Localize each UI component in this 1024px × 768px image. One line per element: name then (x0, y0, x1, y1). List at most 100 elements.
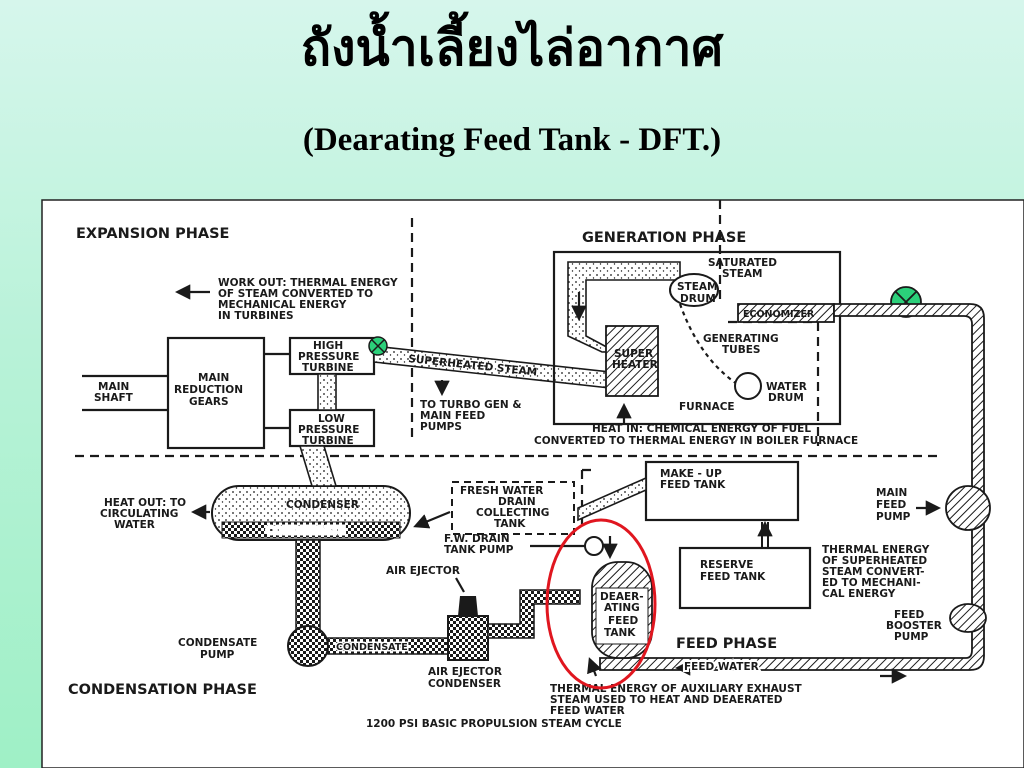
superheater-label: SUPER HEATER (612, 348, 658, 371)
svg-text:STEAM USED TO HEAT AND DEAERAT: STEAM USED TO HEAT AND DEAERATED (550, 694, 783, 706)
svg-text:STEAM: STEAM (722, 268, 762, 280)
air-ejector (458, 596, 478, 616)
expansion-phase-label: EXPANSION PHASE (76, 226, 229, 242)
dft-label: DEAER- ATING FEED TANK (600, 591, 644, 639)
svg-text:DRUM: DRUM (768, 392, 804, 404)
svg-text:REDUCTION: REDUCTION (174, 384, 243, 396)
turbo-gen-label: TO TURBO GEN & MAIN FEED PUMPS (420, 399, 522, 433)
make-up-to-drain-pipe (577, 476, 647, 522)
slide-subtitle: (Dearating Feed Tank - DFT.) (302, 122, 722, 158)
generation-phase-label: GENERATION PHASE (582, 230, 746, 246)
svg-text:SHAFT: SHAFT (94, 392, 134, 404)
condensate-well (221, 521, 401, 539)
svg-text:MAIN: MAIN (98, 381, 129, 393)
feed-booster-pump (949, 603, 987, 633)
condensate-label-line-text: CONDENSATE (336, 642, 408, 653)
heat-out-label: HEAT OUT: TO CIRCULATING WATER (100, 497, 186, 531)
fw-drain-pump-label: F.W. DRAIN TANK PUMP (444, 533, 514, 556)
svg-text:PRESSURE: PRESSURE (298, 351, 359, 363)
svg-text:LOW: LOW (318, 413, 345, 425)
dft-label-box (595, 587, 649, 645)
svg-text:CAL ENERGY: CAL ENERGY (822, 588, 896, 600)
saturated-steam-label: SATURATED STEAM (708, 257, 777, 280)
svg-text:DRAIN: DRAIN (498, 496, 536, 508)
svg-text:F.W. DRAIN: F.W. DRAIN (444, 533, 510, 545)
svg-text:PUMP: PUMP (200, 649, 235, 661)
svg-text:CONDENSATE: CONDENSATE (178, 637, 257, 649)
condenser-label: CONDENSER (286, 499, 359, 511)
furnace-label: FURNACE (679, 401, 735, 413)
main-feed-pump-label: MAIN FEED PUMP (876, 487, 911, 523)
svg-text:WATER: WATER (114, 519, 155, 531)
water-drum-label: WATER DRUM (766, 381, 807, 404)
main-shaft-label: MAIN SHAFT (94, 381, 134, 404)
fresh-water-to-condenser-arrow (413, 510, 451, 529)
thermal-superheated-label: THERMAL ENERGY OF SUPERHEATED STEAM CONV… (822, 544, 930, 600)
svg-text:MAIN FEED: MAIN FEED (420, 410, 485, 422)
air-ejector-condenser-label: AIR EJECTOR CONDENSER (428, 666, 502, 690)
reserve-feed-tank-label: RESERVE FEED TANK (700, 559, 766, 583)
lp-turbine-label: LOW PRESSURE TURBINE (298, 413, 359, 447)
svg-text:OF STEAM CONVERTED TO: OF STEAM CONVERTED TO (218, 288, 373, 300)
main-feed-pump (945, 485, 991, 531)
svg-text:SUPER: SUPER (614, 348, 653, 360)
svg-text:BOOSTER: BOOSTER (886, 620, 942, 632)
heat-in-label: HEAT IN: CHEMICAL ENERGY OF FUEL CONVERT… (534, 423, 858, 447)
hp-turbine-label: HIGH PRESSURE TURBINE (298, 340, 359, 374)
condensate-pump-label: CONDENSATE PUMP (178, 637, 257, 661)
svg-text:DRUM: DRUM (680, 293, 716, 305)
svg-text:TANK PUMP: TANK PUMP (444, 544, 514, 556)
svg-text:SATURATED: SATURATED (708, 257, 777, 269)
svg-text:MAIN: MAIN (198, 372, 229, 384)
svg-text:GENERATING: GENERATING (703, 333, 779, 345)
superheater (605, 325, 659, 397)
svg-text:TANK: TANK (494, 518, 526, 530)
condensate-label-condenser: CONDENSATE (266, 525, 345, 537)
svg-text:TURBINE: TURBINE (302, 435, 354, 447)
lp-to-condenser-pipe (298, 445, 338, 487)
svg-text:TO TURBO GEN &: TO TURBO GEN & (420, 399, 522, 411)
fresh-water-drain-tank (451, 481, 575, 535)
steam-drum (669, 273, 719, 307)
dft-highlight-circle (545, 518, 657, 690)
economizer-label: ECONOMIZER (743, 309, 815, 320)
make-up-feed-tank-label: MAKE - UP FEED TANK (660, 468, 726, 491)
svg-text:WORK OUT: THERMAL ENERGY: WORK OUT: THERMAL ENERGY (218, 277, 398, 289)
main-reduction-gears-label: MAIN REDUCTION GEARS (174, 372, 243, 408)
svg-text:FEED TANK: FEED TANK (700, 571, 766, 583)
svg-text:TANK: TANK (604, 627, 636, 639)
svg-text:TUBES: TUBES (722, 344, 760, 356)
condensate-label-line: CONDENSATE (336, 642, 408, 653)
svg-text:MAKE - UP: MAKE - UP (660, 468, 722, 480)
svg-text:FEED: FEED (894, 609, 925, 621)
svg-text:PUMPS: PUMPS (420, 421, 462, 433)
svg-text:FEED: FEED (608, 615, 639, 627)
air-ejector-label: AIR EJECTOR (386, 565, 460, 577)
feed-phase-label: FEED PHASE (676, 636, 777, 652)
svg-text:WATER: WATER (766, 381, 807, 393)
svg-text:GEARS: GEARS (189, 396, 229, 408)
boiler-outline (552, 250, 842, 426)
slide-title: ถังน้ำเลี้ยงไล่อากาศ (300, 19, 724, 77)
svg-text:AIR EJECTOR: AIR EJECTOR (428, 666, 502, 678)
air-ejector-to-dft-pipe (487, 589, 581, 639)
svg-text:HEAT OUT: TO: HEAT OUT: TO (104, 497, 186, 509)
svg-text:TURBINE: TURBINE (302, 362, 354, 374)
svg-text:FEED: FEED (876, 499, 907, 511)
svg-text:DEAER-: DEAER- (600, 591, 644, 603)
condensation-phase-label: CONDENSATION PHASE (68, 682, 257, 698)
svg-text:MECHANICAL ENERGY: MECHANICAL ENERGY (218, 299, 347, 311)
feed-booster-pump-label: FEED BOOSTER PUMP (886, 609, 942, 643)
svg-text:PUMP: PUMP (876, 511, 911, 523)
saturated-steam-pipe (567, 261, 681, 353)
feed-water-label-bg: FEED WATER (684, 661, 759, 673)
generating-tubes-label: GENERATING TUBES (703, 333, 779, 356)
svg-text:IN TURBINES: IN TURBINES (218, 310, 294, 322)
svg-text:STEAM: STEAM (677, 281, 717, 293)
phase-divider-feed (580, 468, 592, 530)
water-drum (734, 372, 762, 400)
condensate-pump (287, 625, 329, 667)
condensate-down-pipe (295, 539, 321, 631)
svg-text:ED TO MECHANI-: ED TO MECHANI- (822, 577, 921, 589)
